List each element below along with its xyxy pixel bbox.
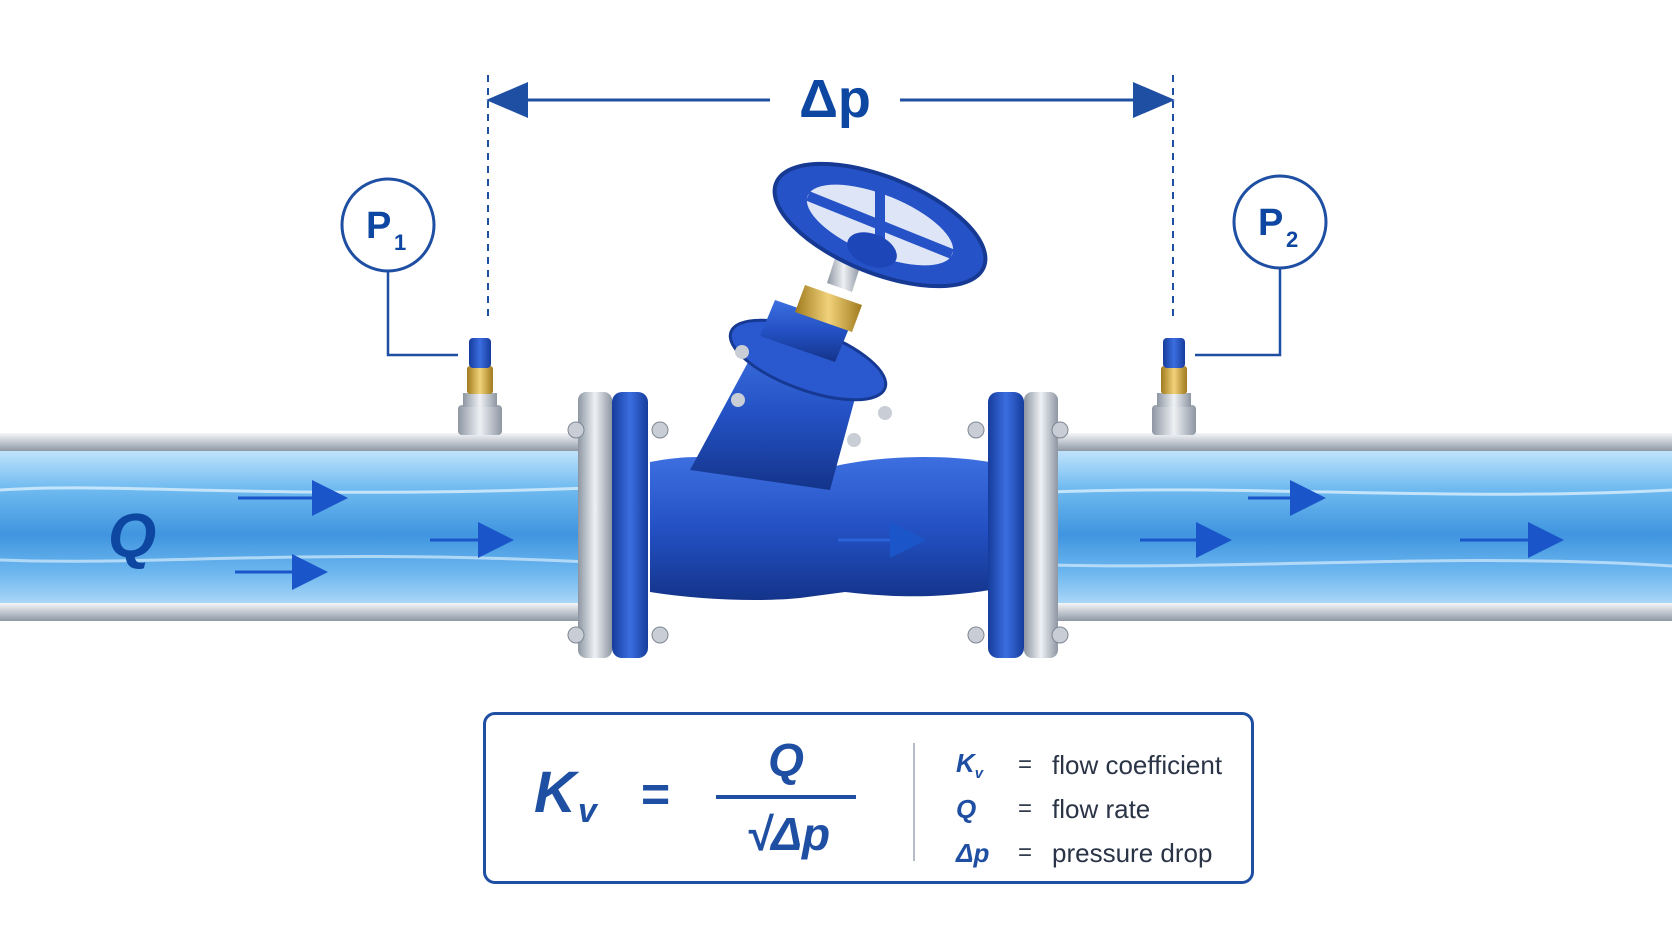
formula-box: Kv = Q √Δp Kv = flow coefficient Q = flo… (483, 712, 1254, 884)
formula-numerator: Q (768, 734, 804, 786)
outlet-pipe (1049, 433, 1672, 621)
fraction-bar (716, 795, 856, 799)
formula-kv: Kv (534, 759, 597, 831)
legend-symbol: Kv (956, 748, 1018, 782)
legend-symbol: Q (956, 794, 1018, 825)
formula-k-subscript: v (577, 792, 597, 830)
legend-description: pressure drop (1052, 837, 1213, 868)
formula-equals: = (641, 766, 671, 822)
legend-equals: = (1018, 795, 1033, 822)
legend-symbol-sub: v (974, 765, 984, 783)
legend-row-q: Q = flow rate (956, 787, 1222, 831)
legend-row-kv: Kv = flow coefficient (956, 743, 1222, 787)
formula-k: K (534, 760, 576, 825)
legend-description: flow coefficient (1052, 749, 1223, 780)
outlet-flange (967, 392, 1069, 658)
legend-equals: = (1018, 751, 1033, 778)
outlet-test-port (1152, 338, 1196, 435)
legend-row-delta-p: Δp = pressure drop (956, 831, 1222, 875)
balancing-valve (650, 161, 990, 600)
pressure-drop-dimension: Δp (486, 69, 1175, 320)
p2-letter: P (1258, 202, 1283, 244)
legend-equals: = (1018, 839, 1033, 866)
formula-divider (913, 743, 915, 861)
legend-symbol-main: K (956, 747, 975, 778)
delta-p-label: Δp (799, 69, 871, 129)
symbol-legend: Kv = flow coefficient Q = flow rate Δp =… (956, 743, 1222, 875)
legend-symbol-main: Δp (956, 837, 990, 868)
inlet-flange (567, 392, 669, 658)
inlet-pipe (0, 433, 591, 621)
flow-rate-label: Q (108, 502, 156, 571)
legend-symbol-main: Q (956, 793, 977, 824)
p1-subscript: 1 (394, 230, 406, 255)
p1-callout: P 1 (340, 177, 458, 357)
legend-symbol: Δp (956, 838, 1018, 869)
legend-description: flow rate (1052, 793, 1151, 824)
inlet-test-port (458, 338, 502, 435)
p1-letter: P (366, 205, 391, 247)
formula-denominator: √Δp (745, 808, 831, 860)
flow-arrows (235, 480, 1564, 590)
p2-callout: P 2 (1195, 174, 1328, 357)
p2-subscript: 2 (1286, 227, 1298, 252)
